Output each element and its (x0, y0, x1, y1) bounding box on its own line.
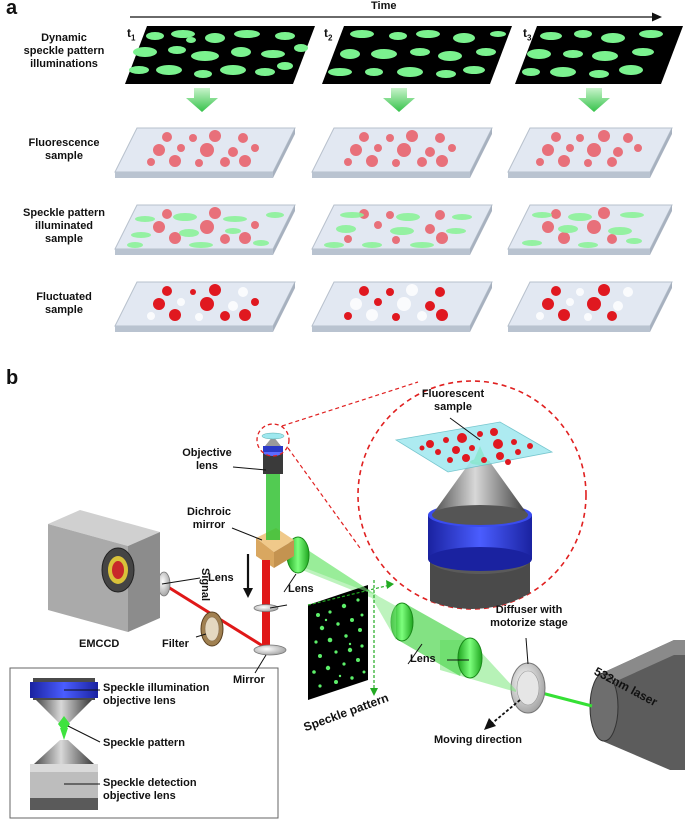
panel-a (114, 12, 683, 332)
label-moving-direction: Moving direction (434, 734, 522, 746)
speckle-illumination-plates (125, 26, 683, 84)
time-t2: t2 (324, 26, 333, 43)
label-diffuser: Diffuser with motorize stage (490, 604, 568, 629)
inset-label-speckle: Speckle pattern (103, 737, 185, 749)
label-lens-left: Lens (208, 572, 234, 584)
laser-532nm (589, 640, 685, 770)
time-t1: t1 (127, 26, 136, 43)
label-mirror: Mirror (233, 674, 265, 686)
row-label-fluctuated: Fluctuated sample (36, 291, 92, 316)
time-t3: t3 (523, 26, 532, 43)
row-label-dynamic-speckle: Dynamic speckle pattern illuminations (23, 32, 105, 70)
mirror (253, 644, 287, 656)
leader-lines (161, 417, 529, 674)
diffuser-disc (510, 662, 546, 714)
panel-a-letter: a (6, 0, 18, 19)
fluorescence-sample-slides (114, 127, 673, 178)
label-dichroic-mirror: Dichroic mirror (186, 506, 231, 531)
label-lens-middle: Lens (288, 583, 314, 595)
label-emccd: EMCCD (79, 638, 120, 650)
label-filter: Filter (162, 638, 189, 650)
inset-box (9, 667, 279, 819)
objective-lens-small (261, 432, 285, 474)
inset-label-detection: Speckle detection objective lens (103, 777, 197, 802)
emccd-camera (48, 510, 160, 632)
time-arrow-head (652, 12, 662, 22)
row-label-speckle-illuminated: Speckle pattern illuminated sample (23, 207, 105, 245)
moving-direction-arrow (489, 699, 521, 726)
green-beam-vertical (266, 470, 280, 540)
label-fluorescent-sample: Fluorescent sample (421, 388, 485, 413)
label-objective-lens: Objective lens (182, 447, 232, 472)
panel-b (9, 380, 685, 819)
zoomed-objective (394, 421, 554, 609)
zoom-line-bottom (287, 447, 361, 549)
fluctuated-sample-slides (114, 281, 673, 332)
inset-label-illumination: Speckle illumination objective lens (103, 682, 210, 707)
illumination-arrows (186, 88, 610, 112)
zoom-line-top (281, 381, 419, 427)
speckle-illuminated-slides (114, 204, 673, 255)
filter (200, 611, 224, 647)
row-label-fluorescence: Fluorescence sample (28, 137, 100, 162)
lens-signal (253, 604, 279, 612)
zoom-source-circle (256, 423, 290, 457)
panel-b-letter: b (6, 367, 19, 389)
time-label: Time (371, 0, 397, 12)
speckle-pattern-panel (307, 580, 394, 700)
label-lens-right: Lens (410, 653, 436, 665)
lens-right (390, 602, 483, 679)
